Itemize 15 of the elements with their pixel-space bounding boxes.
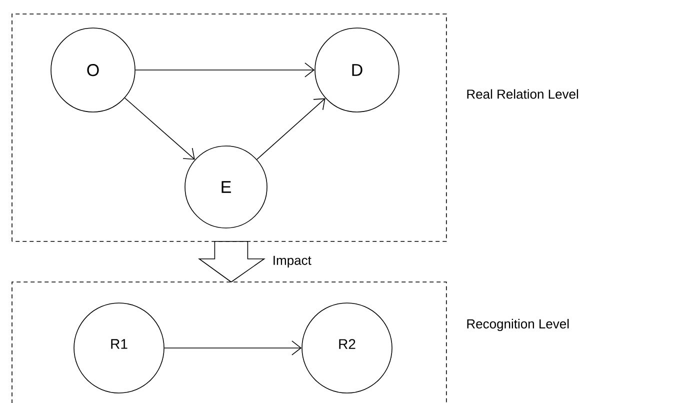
block-arrow — [198, 240, 266, 282]
level-frame — [12, 282, 447, 403]
level-frame — [12, 14, 447, 242]
arrow — [164, 340, 302, 356]
arrow — [135, 62, 315, 78]
edge-label: Impact — [274, 256, 312, 268]
circle-node: D — [314, 28, 400, 112]
level-label: Real Relation Level — [467, 89, 578, 99]
circle-node: E — [184, 146, 268, 228]
level-label: Recognition Level — [467, 318, 569, 332]
arrow — [256, 98, 326, 160]
arrow — [124, 98, 195, 160]
circle-node: R2 — [302, 302, 392, 394]
circle-node: R1 — [74, 302, 164, 394]
circle-node: O — [50, 28, 136, 112]
